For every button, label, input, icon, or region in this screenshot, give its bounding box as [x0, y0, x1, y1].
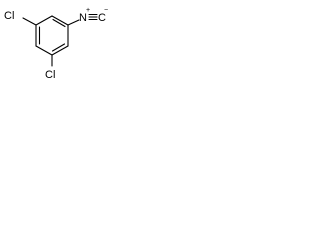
carbon-label: C	[98, 12, 106, 24]
bond-to-nitrogen	[67, 19, 80, 26]
ring-bond-4	[35, 45, 53, 56]
structure-diagram: Cl Cl N + C −	[4, 7, 108, 81]
carbon-charge: −	[104, 7, 108, 14]
ring-bond-1	[51, 15, 69, 26]
benzene-ring	[35, 15, 69, 56]
isocyanide-triple-bond	[88, 13, 98, 21]
ring-bond-6	[35, 15, 53, 26]
chlorine-label-bottom: Cl	[45, 69, 55, 81]
ring-double-bond-1	[52, 18, 66, 28]
chlorine-label-top: Cl	[4, 10, 14, 22]
nitrogen-charge: +	[86, 7, 90, 14]
ring-bond-3	[51, 45, 69, 56]
bond-to-cl-top	[22, 17, 37, 26]
ring-double-bond-2	[51, 43, 66, 52]
nitrogen-label: N	[79, 12, 87, 24]
